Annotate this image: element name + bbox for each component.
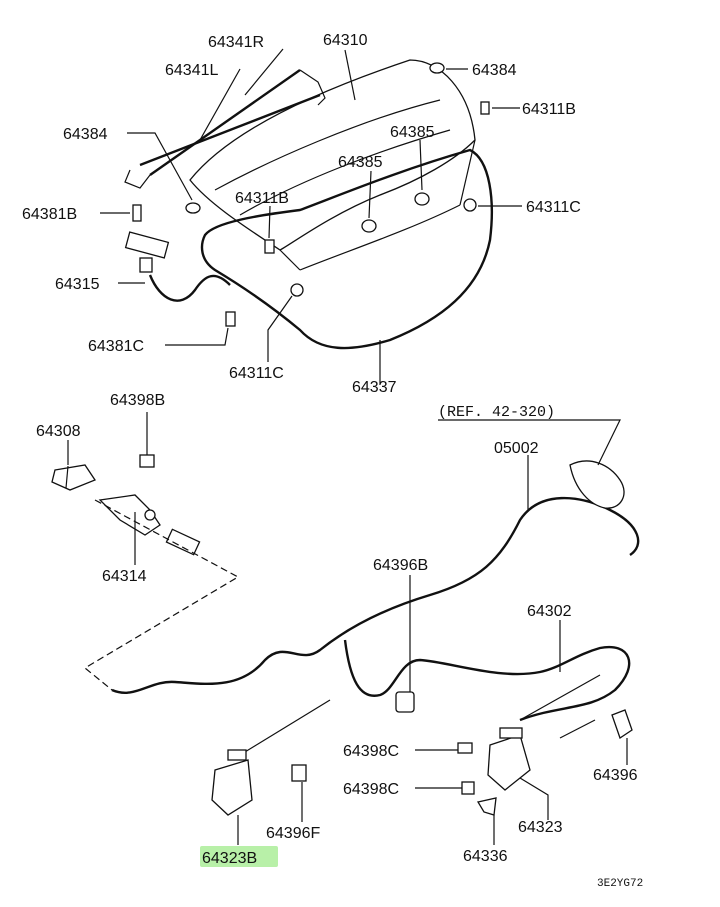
fuel-lid-cable-64302 xyxy=(343,639,631,722)
clip-64396 xyxy=(611,709,633,740)
trunk-lid-lock-cylinder-64308 xyxy=(51,464,96,491)
label-ref[interactable]: (REF. 42-320) xyxy=(438,404,555,421)
label-64341R[interactable]: 64341R xyxy=(208,34,264,51)
label-64396F[interactable]: 64396F xyxy=(266,825,320,842)
label-64302[interactable]: 64302 xyxy=(527,603,572,620)
label-64396[interactable]: 64396 xyxy=(593,767,638,784)
label-05002[interactable]: 05002 xyxy=(494,440,539,457)
hinge-assembly-64315 xyxy=(124,204,236,327)
label-64311B-mid[interactable]: 64311B xyxy=(235,190,289,207)
torsion-bar-right xyxy=(149,69,301,176)
label-64341L[interactable]: 64341L xyxy=(165,62,218,79)
label-64381B[interactable]: 64381B xyxy=(22,206,77,223)
trunk-lock-assembly-64314 xyxy=(98,454,201,556)
ref-dashed-connector xyxy=(83,499,240,691)
label-64398B[interactable]: 64398B xyxy=(110,392,165,409)
label-64381C[interactable]: 64381C xyxy=(88,338,144,355)
latch-rod-left xyxy=(239,699,331,756)
label-64385-b[interactable]: 64385 xyxy=(338,154,383,171)
diagram-code: 3E2YG72 xyxy=(597,878,643,890)
latch-64323B xyxy=(211,749,253,816)
label-64314[interactable]: 64314 xyxy=(102,568,147,585)
label-64385-a[interactable]: 64385 xyxy=(390,124,435,141)
leader-lines xyxy=(67,48,628,845)
trunk-lid-panel xyxy=(189,59,476,271)
label-64311B-top[interactable]: 64311B xyxy=(522,101,576,118)
label-64310[interactable]: 64310 xyxy=(323,32,368,49)
clip-64396F xyxy=(291,764,307,782)
bolts-64398C xyxy=(457,742,475,795)
bracket-64336 xyxy=(476,797,497,816)
label-64398C-b[interactable]: 64398C xyxy=(343,781,399,798)
label-64384-left[interactable]: 64384 xyxy=(63,126,108,143)
label-64311C-right[interactable]: 64311C xyxy=(526,199,581,216)
label-64396B[interactable]: 64396B xyxy=(373,557,428,574)
label-64384-top[interactable]: 64384 xyxy=(472,62,517,79)
label-64323B[interactable]: 64323B xyxy=(202,850,257,867)
selected-part-highlight xyxy=(200,846,278,867)
trunk-seal-strip xyxy=(200,148,493,350)
label-64337[interactable]: 64337 xyxy=(352,379,397,396)
label-64315[interactable]: 64315 xyxy=(55,276,100,293)
label-64323[interactable]: 64323 xyxy=(518,819,563,836)
fuel-door-ref-shape xyxy=(569,460,625,509)
latch-64323 xyxy=(487,727,531,791)
label-64398C-a[interactable]: 64398C xyxy=(343,743,399,760)
latch-rod-right xyxy=(519,674,601,721)
label-64308[interactable]: 64308 xyxy=(36,423,81,440)
trunk-release-cable-05002 xyxy=(111,496,640,694)
label-64311C-bottom[interactable]: 64311C xyxy=(229,365,284,382)
bumper-grommets xyxy=(185,62,490,297)
clip-64396B xyxy=(395,691,415,713)
label-64336[interactable]: 64336 xyxy=(463,848,508,865)
torsion-bar-left xyxy=(139,93,321,167)
